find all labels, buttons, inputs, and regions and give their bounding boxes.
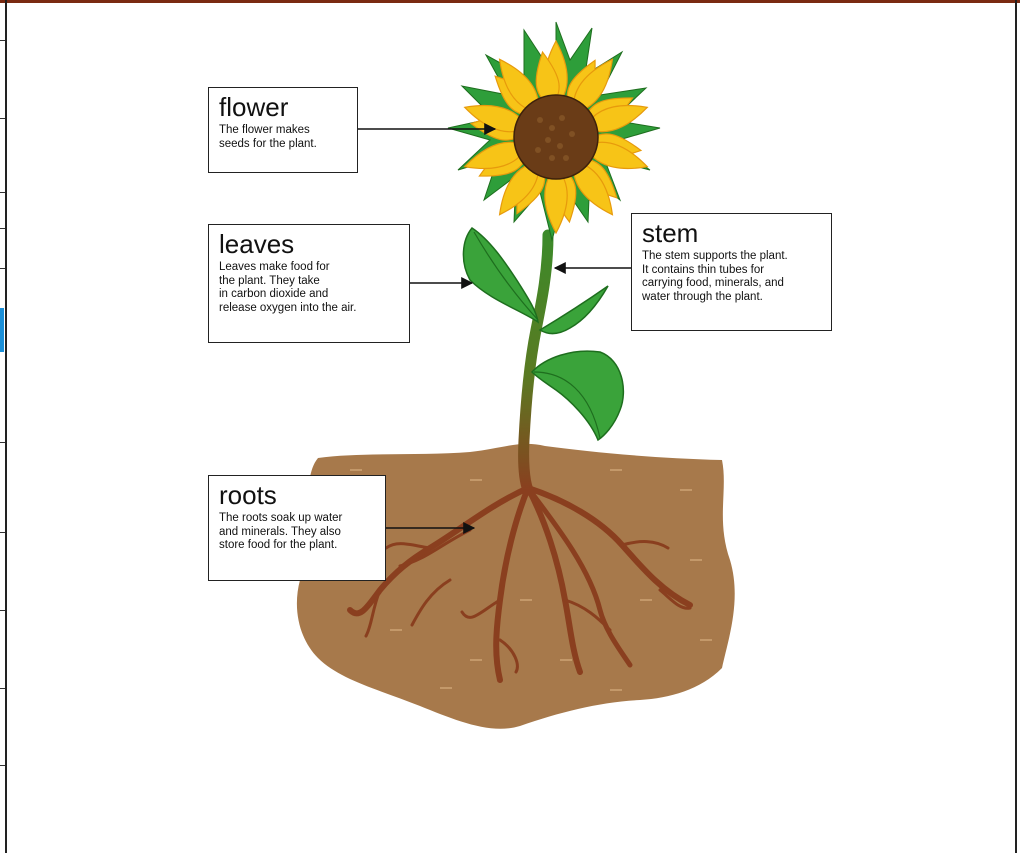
leaf-lower-right bbox=[532, 351, 623, 440]
stem-label-box: stem The stem supports the plant. It con… bbox=[631, 213, 832, 331]
leaves-label-title: leaves bbox=[219, 230, 399, 258]
flower-label-title: flower bbox=[219, 93, 347, 121]
roots-label-box: roots The roots soak up water and minera… bbox=[208, 475, 386, 581]
leaves-label-desc: Leaves make food for the plant. They tak… bbox=[219, 261, 399, 315]
flower-center bbox=[514, 95, 598, 179]
roots-label-desc: The roots soak up water and minerals. Th… bbox=[219, 512, 375, 553]
stem-label-title: stem bbox=[642, 219, 821, 247]
stem-label-desc: The stem supports the plant. It contains… bbox=[642, 250, 821, 304]
roots-label-title: roots bbox=[219, 481, 375, 509]
flower-label-box: flower The flower makes seeds for the pl… bbox=[208, 87, 358, 173]
flower-label-desc: The flower makes seeds for the plant. bbox=[219, 124, 347, 151]
leaf-upper-right bbox=[540, 286, 608, 334]
leaves-label-box: leaves Leaves make food for the plant. T… bbox=[208, 224, 410, 343]
